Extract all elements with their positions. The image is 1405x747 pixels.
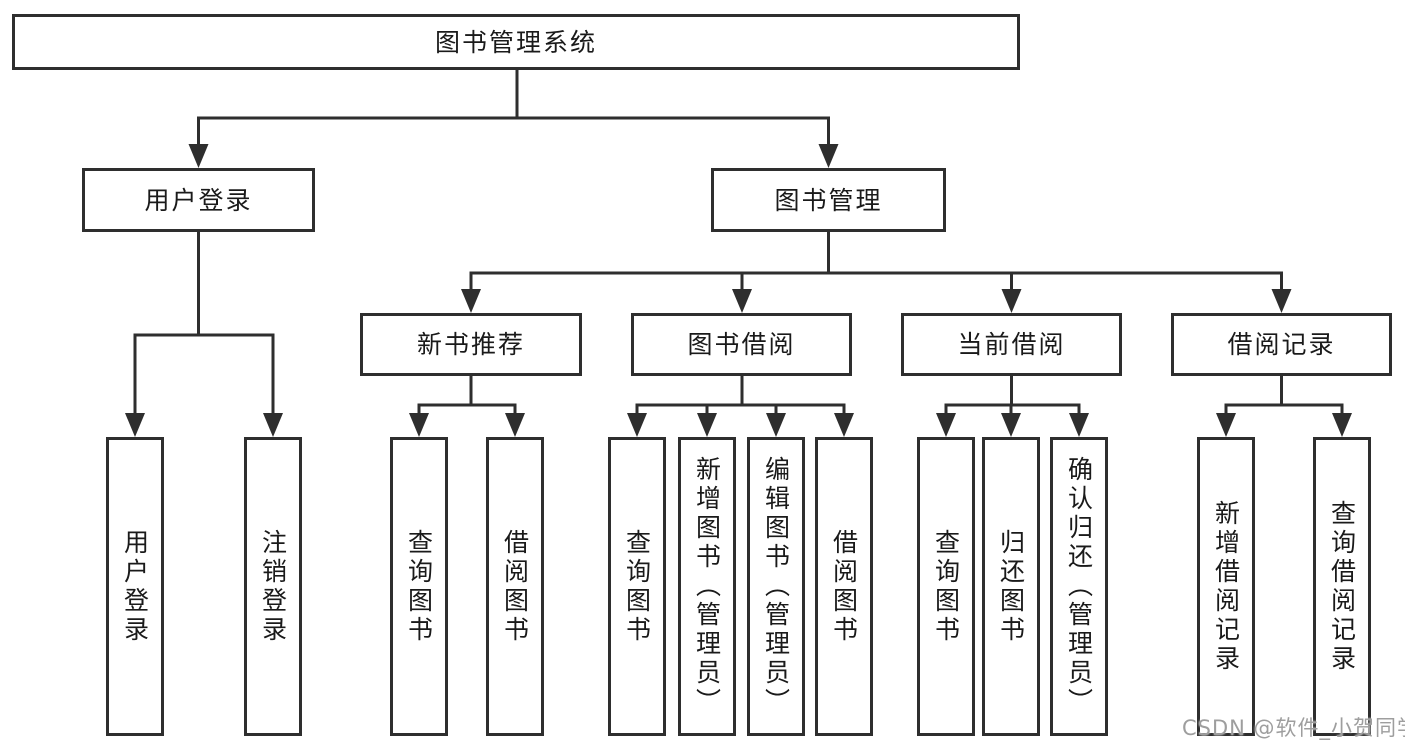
leaf-borrow-books-recommend: 借阅图书 — [486, 437, 544, 736]
leaf-query-books-borrow: 查询图书 — [608, 437, 666, 736]
node-book-management: 图书管理 — [711, 168, 946, 232]
node-new-book-recommend: 新书推荐 — [360, 313, 582, 376]
node-borrow-records: 借阅记录 — [1171, 313, 1392, 376]
leaf-return-books: 归还图书 — [982, 437, 1040, 736]
node-book-borrow: 图书借阅 — [631, 313, 852, 376]
leaf-add-borrow-record: 新增借阅记录 — [1197, 437, 1255, 736]
node-current-borrow: 当前借阅 — [901, 313, 1122, 376]
leaf-borrow-books: 借阅图书 — [815, 437, 873, 736]
leaf-logout: 注销登录 — [244, 437, 302, 736]
leaf-query-books-current: 查询图书 — [917, 437, 975, 736]
leaf-user-login: 用户登录 — [106, 437, 164, 736]
arrowhead-icons — [125, 144, 1352, 437]
leaf-query-borrow-record: 查询借阅记录 — [1313, 437, 1371, 736]
node-root-system: 图书管理系统 — [12, 14, 1020, 70]
node-user-login: 用户登录 — [82, 168, 315, 232]
leaf-add-books-admin: 新增图书（管理员） — [678, 437, 736, 736]
leaf-confirm-return-admin: 确认归还（管理员） — [1050, 437, 1108, 736]
leaf-query-books-recommend: 查询图书 — [390, 437, 448, 736]
leaf-edit-books-admin: 编辑图书（管理员） — [747, 437, 805, 736]
csdn-watermark: CSDN @软件_小贺同学 — [1182, 716, 1405, 740]
